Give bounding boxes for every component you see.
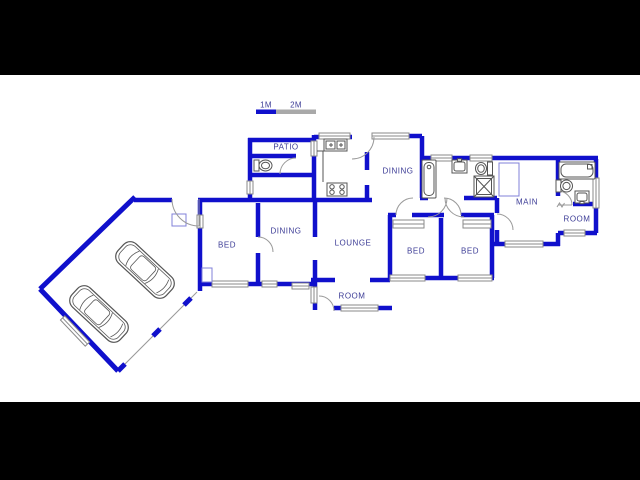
hall-door-arc xyxy=(427,197,448,218)
window-marker xyxy=(592,177,600,209)
room-label-room-bottom: ROOM xyxy=(338,291,366,301)
room-label-bed-middle: BED xyxy=(407,246,425,256)
toilet-icon xyxy=(475,161,493,176)
bed-door-arc xyxy=(395,197,414,216)
room-label-bed-left: BED xyxy=(218,240,236,250)
cars xyxy=(69,241,175,343)
window-markers xyxy=(59,132,600,347)
window-marker xyxy=(246,180,254,195)
window-marker xyxy=(340,304,379,312)
bathtub-icon xyxy=(558,161,596,180)
room-label-patio: PATIO xyxy=(273,142,299,152)
bed-wardrobe xyxy=(201,267,213,283)
entrance-door-arc xyxy=(171,198,200,227)
car-icon xyxy=(115,241,175,299)
garage-diagonal-walls xyxy=(38,195,137,373)
scale-label-2m: 2M xyxy=(290,100,302,110)
window-marker xyxy=(318,132,351,140)
thin-outlines xyxy=(171,162,520,283)
walls xyxy=(38,133,599,373)
window-marker xyxy=(291,282,310,290)
stove-icon xyxy=(326,182,348,197)
dining-door-arc xyxy=(257,236,274,253)
room-label-main: MAIN xyxy=(516,197,538,207)
car-icon xyxy=(69,285,129,343)
cupboard xyxy=(392,219,425,229)
basin-icon xyxy=(574,190,590,205)
room-label-bed-right: BED xyxy=(461,246,479,256)
window-marker xyxy=(310,140,318,157)
cupboard xyxy=(462,219,492,229)
window-marker xyxy=(310,286,318,304)
room-label-dining-top: DINING xyxy=(382,166,414,176)
window-marker xyxy=(211,280,249,288)
kitchen-sink-icon xyxy=(323,138,348,152)
kitchen-counter xyxy=(317,150,324,182)
fixtures xyxy=(253,138,596,205)
room-label-dining-left: DINING xyxy=(270,226,302,236)
wc-door-arc xyxy=(279,157,297,175)
window-marker xyxy=(389,274,426,282)
hall-door-arc xyxy=(444,197,465,218)
bathtub-icon xyxy=(421,159,437,199)
window-marker xyxy=(469,154,493,162)
door-arcs xyxy=(171,136,573,312)
kitchen-ext-door-arc xyxy=(351,136,375,160)
window-marker xyxy=(196,214,204,229)
window-marker xyxy=(563,229,586,237)
room-label-lounge: LOUNGE xyxy=(334,238,372,248)
room-door-arc xyxy=(318,295,335,312)
main-closet xyxy=(498,162,520,197)
room-label-room-right: ROOM xyxy=(563,214,591,224)
entrance-step xyxy=(171,213,187,227)
toilet-icon xyxy=(555,179,573,193)
scale-bar xyxy=(256,109,316,114)
scale-label-1m: 1M xyxy=(260,100,272,110)
window-marker xyxy=(59,315,91,347)
window-marker xyxy=(261,280,278,288)
garage-edge-piers xyxy=(116,296,193,373)
window-marker xyxy=(430,154,453,162)
basin-icon xyxy=(451,158,468,174)
toilet-icon xyxy=(253,159,273,172)
window-marker xyxy=(371,132,410,140)
door-swing-mark xyxy=(556,202,565,208)
window-marker xyxy=(457,274,493,282)
main-door-arc xyxy=(496,213,514,231)
bed-door-arc xyxy=(443,197,462,216)
floorplan-paper xyxy=(0,75,640,402)
window-marker xyxy=(504,240,544,248)
shower-icon xyxy=(473,175,495,198)
